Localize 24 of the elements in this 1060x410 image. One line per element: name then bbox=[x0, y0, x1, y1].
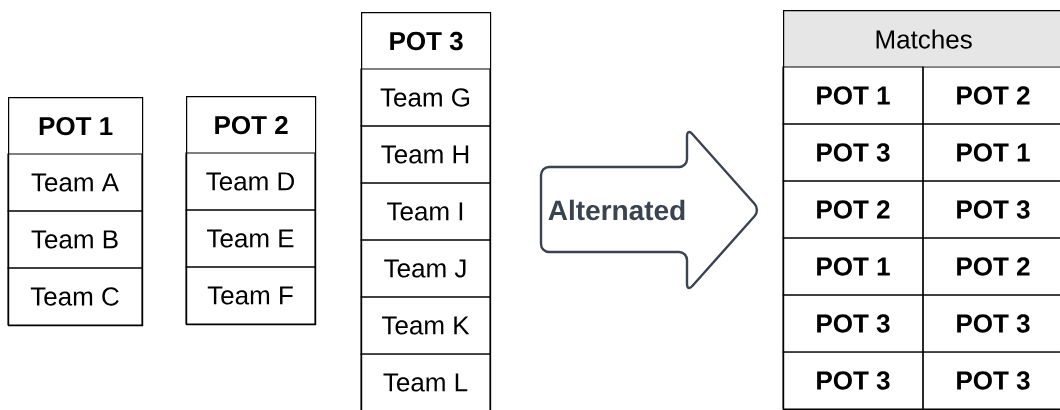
table-cell: Team A bbox=[7, 153, 143, 212]
table-cell: Team D bbox=[185, 152, 316, 211]
table-cell: Team F bbox=[185, 266, 316, 325]
table-cell: Team C bbox=[7, 267, 143, 326]
table-cell: POT 1 bbox=[782, 66, 924, 125]
table-cell: POT 3 bbox=[922, 351, 1060, 410]
table-cell: Team H bbox=[360, 125, 491, 184]
table-cell: POT 2 bbox=[782, 180, 924, 239]
table-cell: Team E bbox=[185, 209, 316, 268]
table-cell: POT 3 bbox=[922, 294, 1060, 353]
table-cell: POT 3 bbox=[922, 180, 1060, 239]
table-cell: Team B bbox=[7, 210, 143, 269]
table-cell: POT 3 bbox=[782, 294, 924, 353]
table-cell: Team G bbox=[360, 68, 491, 127]
table-cell: Team K bbox=[360, 296, 491, 355]
table-cell: POT 3 bbox=[782, 123, 924, 182]
table-cell: POT 2 bbox=[922, 66, 1060, 125]
table-cell: Team J bbox=[360, 239, 491, 298]
table-cell: POT 1 bbox=[922, 123, 1060, 182]
table-cell: POT 1 bbox=[782, 237, 924, 296]
table-cell: Team L bbox=[360, 353, 491, 410]
table-cell: Team I bbox=[360, 182, 491, 241]
table-cell: POT 2 bbox=[922, 237, 1060, 296]
table-cell: POT 3 bbox=[782, 351, 924, 410]
